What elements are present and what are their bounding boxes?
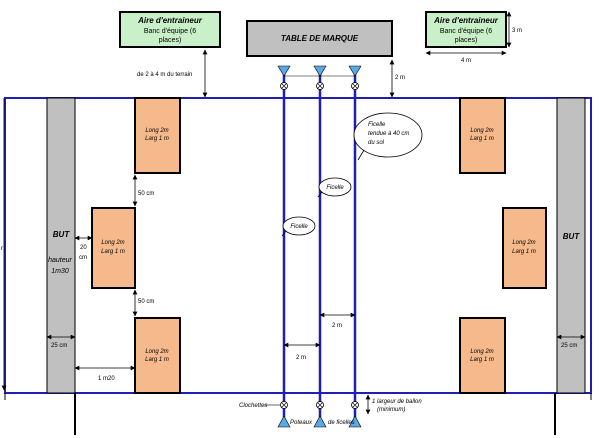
coach-area-left-line2: places) [159, 37, 182, 44]
obstacle-gap-side-label: 20 [80, 245, 87, 251]
bell-top-3 [351, 82, 359, 90]
goal-gap-right-label: 25 cm [561, 343, 577, 349]
obstacle-left-bottom-line1: Long 2m [145, 349, 168, 355]
line-gap-b-label: 2 m [296, 355, 306, 361]
post-bottom-3 [348, 415, 362, 428]
coach-area-left-title: Aire d'entraineur [137, 16, 203, 25]
goal-left-height-line2: 1m30 [51, 268, 69, 275]
callout-string-mid: Ficelle [317, 177, 352, 198]
obstacle-left-top-line1: Long 2m [145, 128, 168, 134]
obstacle-right-top-line1: Long 2m [470, 128, 493, 134]
ball-width-line1: 1 largeur de ballon [372, 399, 422, 405]
goal-left: BUT hauteur 1m30 [46, 97, 76, 394]
ball-width-line2: (minimum) [377, 407, 405, 413]
obstacle-right-middle-line2: Larg 1 m [512, 249, 536, 255]
goal-left-height-line1: hauteur [48, 257, 72, 264]
bell-bottom-3 [351, 401, 359, 409]
callout-string-high-line3: du sol [368, 140, 385, 146]
goal-left-label: BUT [53, 230, 71, 239]
bench-distance-label: de 2 à 4 m du terrain [137, 72, 192, 78]
obstacle-right-middle-line1: Long 2m [512, 240, 535, 246]
obstacle-left-top-line2: Larg 1 m [145, 136, 169, 142]
bench-height-label: 3 m [512, 28, 522, 34]
obstacle-gap-side-unit: cm [79, 255, 87, 261]
post-bottom-2 [313, 415, 327, 428]
bells-label: Clochettes [239, 403, 267, 409]
post-top-2 [313, 65, 327, 77]
bell-bottom-2 [316, 401, 324, 409]
obstacle-right-top: Long 2m Larg 1 m [459, 97, 506, 174]
field-outline [4, 97, 592, 394]
height-marker-label: r [1, 246, 3, 252]
obstacle-left-bottom: Long 2m Larg 1 m [134, 317, 181, 394]
coach-area-right-title: Aire d'entraineur [433, 16, 499, 25]
obstacle-right-bottom-line1: Long 2m [470, 349, 493, 355]
callout-string-high-line2: tendue à 40 cm [368, 131, 409, 137]
obstacle-left-middle-line2: Larg 1 m [101, 249, 125, 255]
coach-area-right-line2: places) [455, 37, 478, 44]
obstacle-offset-label: 1 m20 [98, 376, 115, 382]
obstacle-right-bottom-line2: Larg 1 m [470, 357, 494, 363]
coach-area-left: Aire d'entraineur Banc d'équipe (6 place… [119, 11, 221, 48]
callout-string-low-label: Ficelle [290, 224, 308, 230]
obstacle-right-middle: Long 2m Larg 1 m [502, 207, 547, 289]
scoreboard-table: TABLE DE MARQUE [246, 20, 393, 57]
line-gap-a-label: 2 m [332, 323, 342, 329]
bell-top-2 [316, 82, 324, 90]
obstacle-right-bottom: Long 2m Larg 1 m [459, 317, 506, 394]
post-bottom-1 [277, 415, 291, 428]
table-gap-label: 2 m [395, 75, 405, 81]
obstacle-left-middle-line1: Long 2m [101, 240, 124, 246]
post-top-1 [277, 65, 291, 77]
bench-width-label: 4 m [461, 58, 471, 64]
goal-gap-left-label: 25 cm [51, 343, 67, 349]
posts-label-right: de ficelles [328, 420, 355, 426]
goal-right: BUT [556, 97, 586, 394]
posts-label-left: Poteaux [290, 420, 313, 426]
bell-bottom-1 [280, 401, 288, 409]
coach-area-right: Aire d'entraineur Banc d'équipe (6 place… [425, 11, 507, 48]
obstacle-left-bottom-line2: Larg 1 m [145, 357, 169, 363]
coach-area-left-line1: Banc d'équipe (6 [144, 28, 196, 35]
scoreboard-label: TABLE DE MARQUE [281, 34, 359, 43]
callout-string-high-line1: Ficelle [368, 122, 386, 128]
obstacle-gap-top-label: 50 cm [138, 191, 154, 197]
callout-string-mid-label: Ficelle [326, 185, 344, 191]
goal-right-label: BUT [563, 232, 581, 241]
bell-top-1 [280, 82, 288, 90]
obstacle-left-top: Long 2m Larg 1 m [134, 97, 181, 174]
obstacle-gap-bottom-label: 50 cm [138, 299, 154, 305]
coach-area-right-line1: Banc d'équipe (6 [440, 28, 492, 35]
callout-string-low: Ficelle [281, 216, 316, 237]
obstacle-left-middle: Long 2m Larg 1 m [91, 207, 136, 289]
post-top-3 [348, 65, 362, 77]
callout-string-high: Ficelle tendue à 40 cm du sol [353, 112, 423, 161]
obstacle-right-top-line2: Larg 1 m [470, 136, 494, 142]
